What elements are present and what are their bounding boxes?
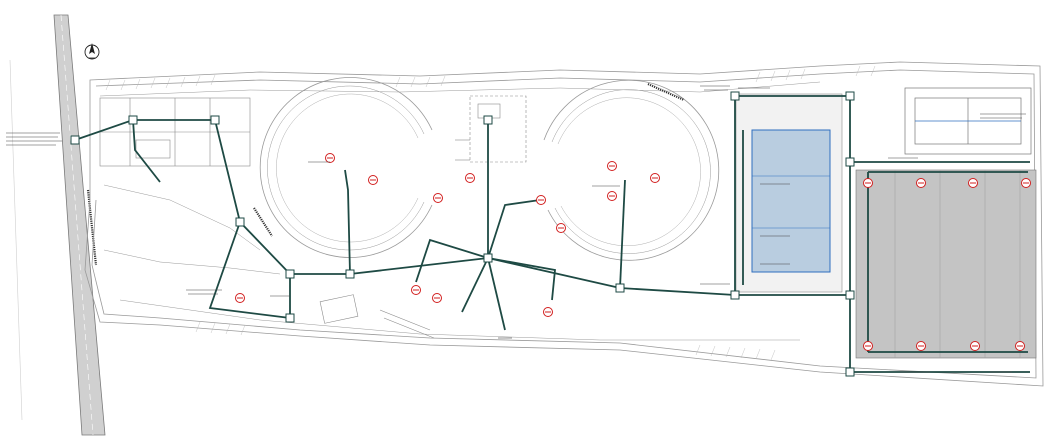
manhole-icon [483,115,493,125]
manhole-icon [210,115,220,125]
circular-field-east [543,79,720,261]
fire-hydrant-icon [607,191,617,201]
manhole-icon [345,269,355,279]
fire-hydrant-icon [607,161,617,171]
fire-hydrant-icon [968,178,978,188]
tennis-court [904,87,1032,155]
hydrant-markers [235,153,1031,351]
fire-hydrant-icon [970,341,980,351]
site-boundary [84,61,1044,387]
fire-hydrant-icon [411,285,421,295]
fire-hydrant-icon [556,223,566,233]
access-road [9,14,106,436]
fire-hydrant-icon [536,195,546,205]
swimming-pool [735,93,843,293]
annotation-marks [6,85,1026,373]
manhole-icon [70,135,80,145]
fire-hydrant-icon [863,178,873,188]
circular-field-west [259,77,433,258]
manhole-icon [483,253,493,263]
fire-hydrant-icon [432,293,442,303]
manhole-icon [845,367,855,377]
manholes [70,91,855,377]
manhole-icon [845,157,855,167]
fire-hydrant-icon [916,178,926,188]
fire-hydrant-icon [1015,341,1025,351]
building-block [99,97,251,167]
central-structure [455,95,527,163]
fire-hydrant-icon [368,175,378,185]
manhole-icon [845,290,855,300]
edge-markers [253,82,685,237]
fire-hydrant-icon [863,341,873,351]
manhole-icon [730,91,740,101]
manhole-icon [128,115,138,125]
fire-hydrant-icon [916,341,926,351]
bottom-structure [319,294,435,339]
manhole-icon [615,283,625,293]
manhole-icon [730,290,740,300]
fire-hydrant-icon [1021,178,1031,188]
north-arrow-icon [84,43,100,60]
fire-hydrant-icon [543,307,553,317]
fire-hydrant-icon [650,173,660,183]
fire-hydrant-icon [433,193,443,203]
fire-hydrant-icon [465,173,475,183]
manhole-icon [235,217,245,227]
fire-hydrant-icon [235,293,245,303]
manhole-icon [285,313,295,323]
manhole-icon [845,91,855,101]
parking-area [855,169,1037,359]
manhole-icon [285,269,295,279]
boundary-hatching [105,65,876,361]
fire-hydrant-icon [325,153,335,163]
